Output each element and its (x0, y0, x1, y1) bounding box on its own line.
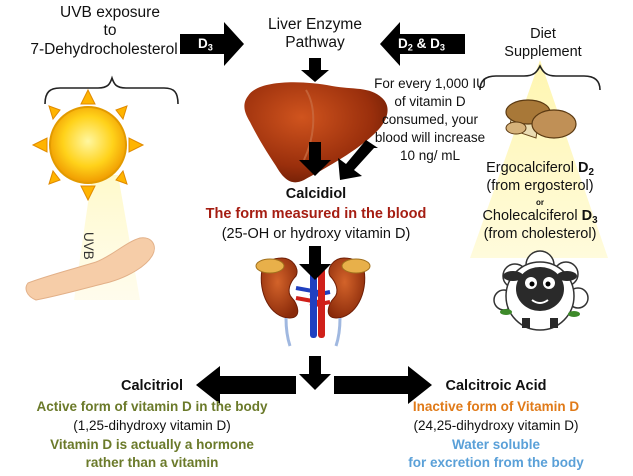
arrow-pathway-down (301, 58, 329, 82)
uvb-brace (44, 75, 179, 105)
or-label: or (536, 198, 544, 207)
arrow-kidney-down (299, 356, 331, 390)
calcitriol-title: Calcitriol (120, 378, 184, 394)
supplement-light-cone (470, 60, 608, 258)
liver-pathway-line2: Pathway (285, 34, 345, 51)
diet-supplement-line2: Supplement (504, 44, 582, 60)
calcidiol-subtitle: (25-OH or hydroxy vitamin D) (221, 226, 411, 242)
kidneys-image (255, 257, 371, 347)
sun-image (31, 88, 145, 202)
arm-image (25, 237, 155, 301)
mushroom-image (505, 99, 577, 139)
increase-note-line2: of vitamin D (394, 94, 466, 109)
uvb-beam-label: UVB (81, 232, 96, 260)
ergosterol-source: (from ergosterol) (486, 178, 594, 194)
increase-note-line1: For every 1,000 IU (374, 76, 486, 91)
sheep-image (493, 250, 589, 331)
arrow-label-d3: D3 (198, 36, 213, 53)
ergocalciferol-label: Ergocalciferol D2 (486, 160, 594, 178)
liver-image (244, 82, 388, 183)
supplement-brace (479, 64, 601, 91)
calcitroic-excretion: for excretion from the body (408, 455, 584, 470)
cholecalciferol-label: Cholecalciferol D3 (482, 208, 598, 226)
increase-note-line4: blood will increase (374, 130, 486, 145)
increase-note-line5: 10 ng/ mL (399, 148, 461, 163)
increase-note-line3: consumed, your (381, 112, 479, 127)
arrow-diagonal (338, 140, 378, 180)
calcidiol-title: Calcidiol (285, 186, 347, 202)
calcitroic-subtitle: (24,25-dihydroxy vitamin D) (413, 418, 579, 433)
calcitroic-water-soluble: Water soluble (451, 437, 541, 452)
arrow-liver-down (299, 142, 331, 176)
arrow-d2d3-left (380, 22, 465, 66)
uvb-title-line1: UVB exposure (60, 4, 160, 21)
arrow-to-calcitriol (196, 366, 296, 404)
diet-supplement-line1: Diet (530, 26, 556, 42)
arrow-d3-right (180, 22, 244, 66)
calcitriol-hormone-line1: Vitamin D is actually a hormone (50, 437, 254, 452)
calcitriol-subtitle: (1,25-dihydroxy vitamin D) (73, 418, 231, 433)
calcidiol-measured: The form measured in the blood (205, 206, 427, 222)
cholesterol-source: (from cholesterol) (483, 226, 597, 242)
uvb-title-line3: 7-Dehydrocholesterol (30, 41, 178, 58)
uvb-title-line2: to (103, 22, 117, 39)
liver-pathway-line1: Liver Enzyme (268, 16, 362, 33)
calcitriol-active: Active form of vitamin D in the body (36, 399, 268, 414)
arrow-to-calcitroic (334, 366, 432, 404)
arrow-label-d2-d3: D2 & D3 (398, 36, 445, 53)
arrow-calcidiol-down (299, 246, 331, 280)
calcitriol-hormone-line2: rather than a vitamin (85, 455, 219, 470)
calcitroic-inactive: Inactive form of Vitamin D (412, 399, 580, 414)
calcitroic-title: Calcitroic Acid (445, 378, 547, 394)
